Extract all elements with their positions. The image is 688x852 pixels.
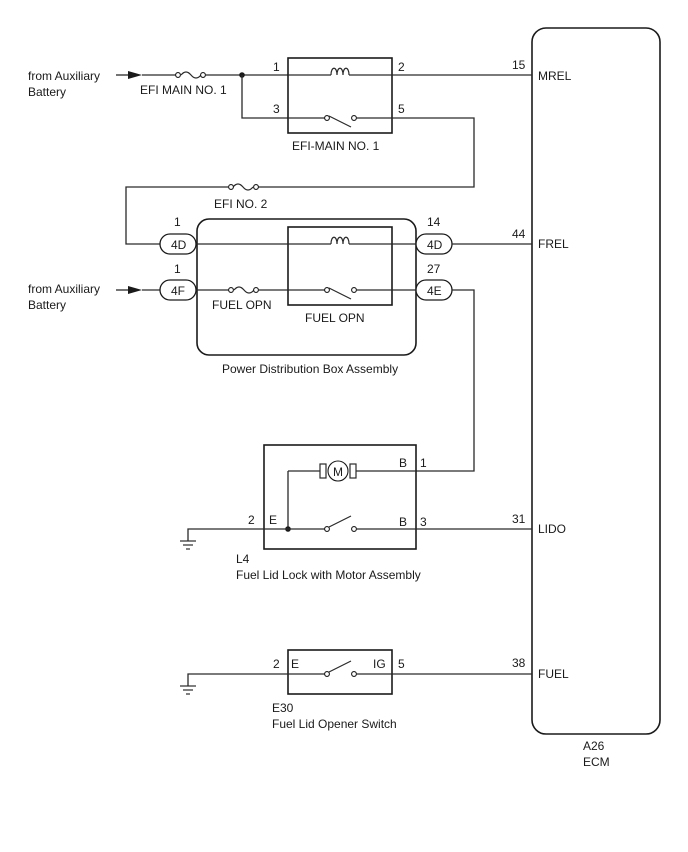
opener-switch-box <box>287 649 393 695</box>
fuse-icon <box>180 71 202 79</box>
connector-4f: 1 4F <box>159 262 197 301</box>
ecm-fuel-label: FUEL <box>538 667 569 681</box>
ecm-box <box>531 27 661 735</box>
lid-lock-pin-b-top: 1 <box>420 456 427 470</box>
relay-fuel-opn-label: FUEL OPN <box>305 311 365 325</box>
aux-battery-source-2: from Auxiliary Battery <box>28 282 160 312</box>
lid-lock-pin-e: 2 <box>248 513 255 527</box>
relay-contact-icon <box>328 115 352 128</box>
relay-efi-main-pin1: 1 <box>273 60 280 74</box>
lid-lock-name: Fuel Lid Lock with Motor Assembly <box>236 568 421 582</box>
fuse-fuel-opn-label: FUEL OPN <box>212 298 272 312</box>
pdb-label: Power Distribution Box Assembly <box>222 362 398 376</box>
relay-efi-main-pin2: 2 <box>398 60 405 74</box>
connector-4d-left-pin: 1 <box>174 215 181 229</box>
connector-4f-code: 4F <box>171 284 185 298</box>
ecm-frel-pin: 44 <box>512 227 526 241</box>
fuel-lid-lock-box <box>263 444 417 550</box>
motor-icon <box>327 460 349 482</box>
ecm-lido-pin: 31 <box>512 512 526 526</box>
ecm-fuel-pin: 38 <box>512 656 526 670</box>
opener-pin-ig: 5 <box>398 657 405 671</box>
ecm-mrel-pin: 15 <box>512 58 526 72</box>
feed-arrow-icon <box>128 286 142 294</box>
relay-contact-icon <box>328 287 352 300</box>
connector-4e-code: 4E <box>427 284 442 298</box>
relay-efi-main-pin5: 5 <box>398 102 405 116</box>
connector-4e-pin: 27 <box>427 262 441 276</box>
lid-lock-pin-b-bottom: 3 <box>420 515 427 529</box>
opener-code: E30 <box>272 701 294 715</box>
opener-term-ig: IG <box>373 657 386 671</box>
connector-4d-right-pin: 14 <box>427 215 441 229</box>
fuse-icon <box>232 183 254 191</box>
fuel-lid-lock-assembly: M B 1 E 2 B 3 L4 Fuel Lid Lock with Moto… <box>236 444 427 582</box>
opener-term-e: E <box>291 657 299 671</box>
opener-pin-e: 2 <box>273 657 280 671</box>
relay-fuel-opn: FUEL OPN <box>196 226 416 325</box>
ground-icon <box>180 673 288 695</box>
connector-4d-left: 1 4D <box>159 215 197 255</box>
fuel-lid-opener-switch: E 2 IG 5 E30 Fuel Lid Opener Switch <box>272 649 405 731</box>
ecm-name: ECM <box>583 755 610 769</box>
ecm-mrel-label: MREL <box>538 69 572 83</box>
relay-efi-main-no1-box <box>287 57 393 134</box>
aux-source-2-label-line2: Battery <box>28 298 66 312</box>
fuse-efi-no2-label: EFI NO. 2 <box>214 197 268 211</box>
relay-efi-main-no1-label: EFI-MAIN NO. 1 <box>292 139 380 153</box>
fuse-icon <box>233 286 255 294</box>
aux-source-1-label-line2: Battery <box>28 85 66 99</box>
fuse-efi-main-no1: EFI MAIN NO. 1 <box>140 71 227 97</box>
aux-source-1-label-line1: from Auxiliary <box>28 69 100 83</box>
lid-lock-term-b-bottom: B <box>399 515 407 529</box>
opener-name: Fuel Lid Opener Switch <box>272 717 397 731</box>
connector-4d-left-code: 4D <box>171 238 187 252</box>
relay-efi-main-pin3: 3 <box>273 102 280 116</box>
connector-4d-right: 14 4D <box>415 215 453 255</box>
connector-4d-right-code: 4D <box>427 238 443 252</box>
relay-efi-main-no1: 1 2 3 5 EFI-MAIN NO. 1 <box>273 57 405 153</box>
connector-4f-pin: 1 <box>174 262 181 276</box>
aux-source-2-label-line1: from Auxiliary <box>28 282 100 296</box>
ecm-code: A26 <box>583 739 605 753</box>
ecm-lido-label: LIDO <box>538 522 566 536</box>
relay-coil-icon <box>330 67 350 76</box>
fuse-fuel-opn: FUEL OPN <box>212 286 272 312</box>
switch-contact-icon <box>328 660 352 673</box>
motor-symbol: M <box>333 465 343 479</box>
ecm-frel-label: FREL <box>538 237 569 251</box>
feed-arrow-icon <box>128 71 142 79</box>
relay-fuel-opn-box <box>287 226 393 306</box>
fuse-efi-no2: EFI NO. 2 <box>214 183 268 211</box>
ground-icon <box>180 528 264 550</box>
lid-lock-term-b-top: B <box>399 456 407 470</box>
aux-battery-source-1: from Auxiliary Battery <box>28 69 176 99</box>
fuse-efi-main-no1-label: EFI MAIN NO. 1 <box>140 83 227 97</box>
lid-lock-code: L4 <box>236 552 250 566</box>
connector-4e: 27 4E <box>415 262 453 301</box>
lid-lock-term-e: E <box>269 513 277 527</box>
relay-coil-icon <box>330 236 350 245</box>
switch-contact-icon <box>328 515 352 528</box>
